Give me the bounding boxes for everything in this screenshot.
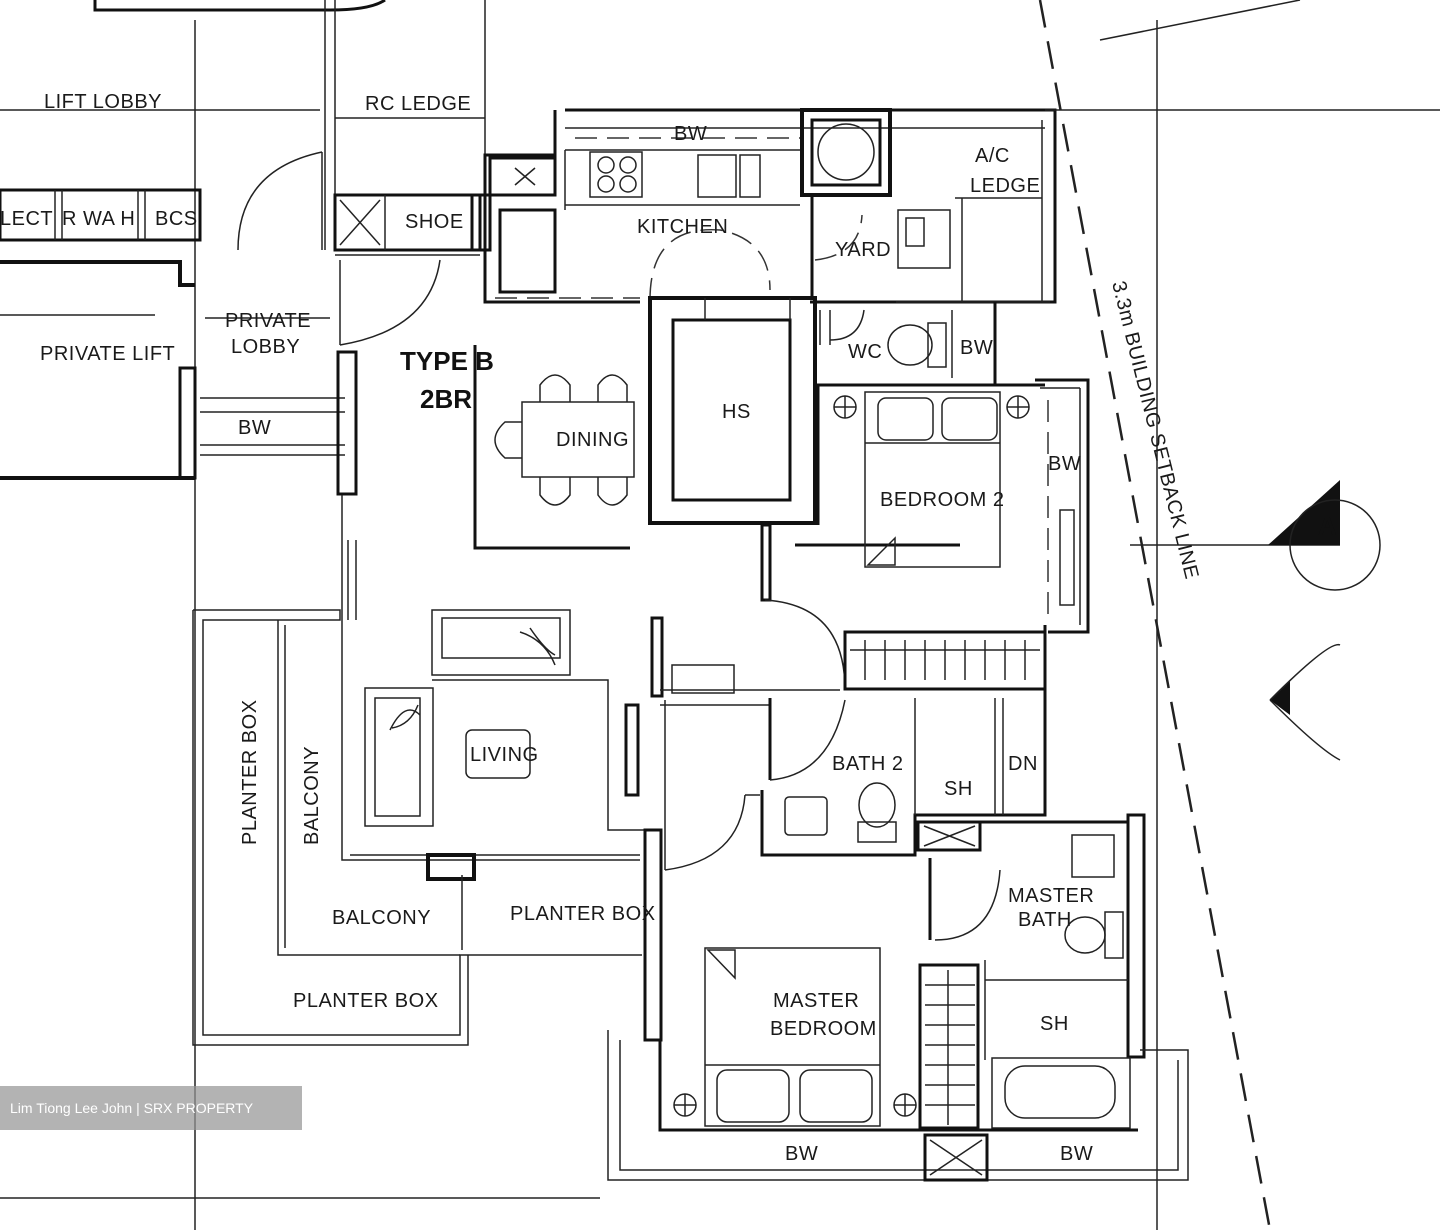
label-yard: YARD: [835, 239, 891, 261]
household-shelter: [648, 296, 846, 691]
living-area: [341, 495, 840, 881]
label-rc-ledge: RC LEDGE: [365, 93, 471, 115]
label-planter-bottom: PLANTER BOX: [293, 990, 439, 1012]
label-master-bed-1: MASTER: [773, 990, 859, 1012]
label-master-bath-1: MASTER: [1008, 885, 1094, 907]
label-bw-master-right: BW: [1060, 1143, 1093, 1165]
master-bath: [916, 813, 1146, 1129]
label-balcony-v: BALCONY: [301, 746, 323, 845]
label-2br: 2BR: [420, 384, 472, 414]
label-lift-lobby: LIFT LOBBY: [44, 91, 162, 113]
label-type: TYPE B: [400, 346, 494, 376]
room-labels: LIFT LOBBY RC LEDGE BW A/C LEDGE LECT R …: [0, 91, 1337, 1165]
bedroom-2: [816, 378, 1090, 691]
label-kitchen: KITCHEN: [637, 216, 728, 238]
label-shoe: SHOE: [405, 211, 464, 233]
label-bw-kitchen: BW: [674, 123, 707, 145]
label-dn: DN: [1008, 753, 1038, 775]
label-planter-left: PLANTER BOX: [239, 699, 261, 845]
label-ac-ledge-1: A/C: [975, 145, 1010, 167]
bath-2: [664, 625, 1047, 871]
label-bw-master-left: BW: [785, 1143, 818, 1165]
label-wc: WC: [848, 341, 882, 363]
label-hs: HS: [722, 401, 751, 423]
label-bath-2: BATH 2: [832, 753, 904, 775]
label-master-bath-2: BATH: [1018, 909, 1072, 931]
lobby-area: [0, 0, 486, 1230]
label-dining: DINING: [556, 429, 629, 451]
label-bw-bed2: BW: [1048, 453, 1081, 475]
label-private-lobby-1: PRIVATE: [225, 310, 311, 332]
kitchen: [483, 108, 1057, 304]
entrance: [333, 193, 492, 620]
label-wa: R WA H: [62, 208, 135, 230]
dining-area: [473, 345, 960, 550]
label-section-a: A: [1318, 511, 1337, 541]
label-balcony-h: BALCONY: [332, 907, 431, 929]
label-bw-wc: BW: [960, 337, 993, 359]
label-private-lobby-2: LOBBY: [231, 336, 300, 358]
watermark: Lim Tiong Lee John | SRX PROPERTY: [0, 1086, 302, 1130]
label-bw-lobby: BW: [238, 417, 271, 439]
label-bcs: BCS: [155, 208, 198, 230]
label-elect: LECT: [0, 208, 53, 230]
label-bedroom-2: BEDROOM 2: [880, 489, 1005, 511]
label-sh-bath2: SH: [944, 778, 973, 800]
balconies: [192, 609, 642, 1046]
label-planter-right: PLANTER BOX: [510, 903, 656, 925]
label-living: LIVING: [470, 744, 539, 766]
label-private-lift: PRIVATE LIFT: [40, 343, 175, 365]
master-bedroom: [607, 828, 1189, 1182]
label-master-bed-2: BEDROOM: [770, 1018, 877, 1040]
label-ac-ledge-2: LEDGE: [970, 175, 1040, 197]
label-sh-master: SH: [1040, 1013, 1069, 1035]
